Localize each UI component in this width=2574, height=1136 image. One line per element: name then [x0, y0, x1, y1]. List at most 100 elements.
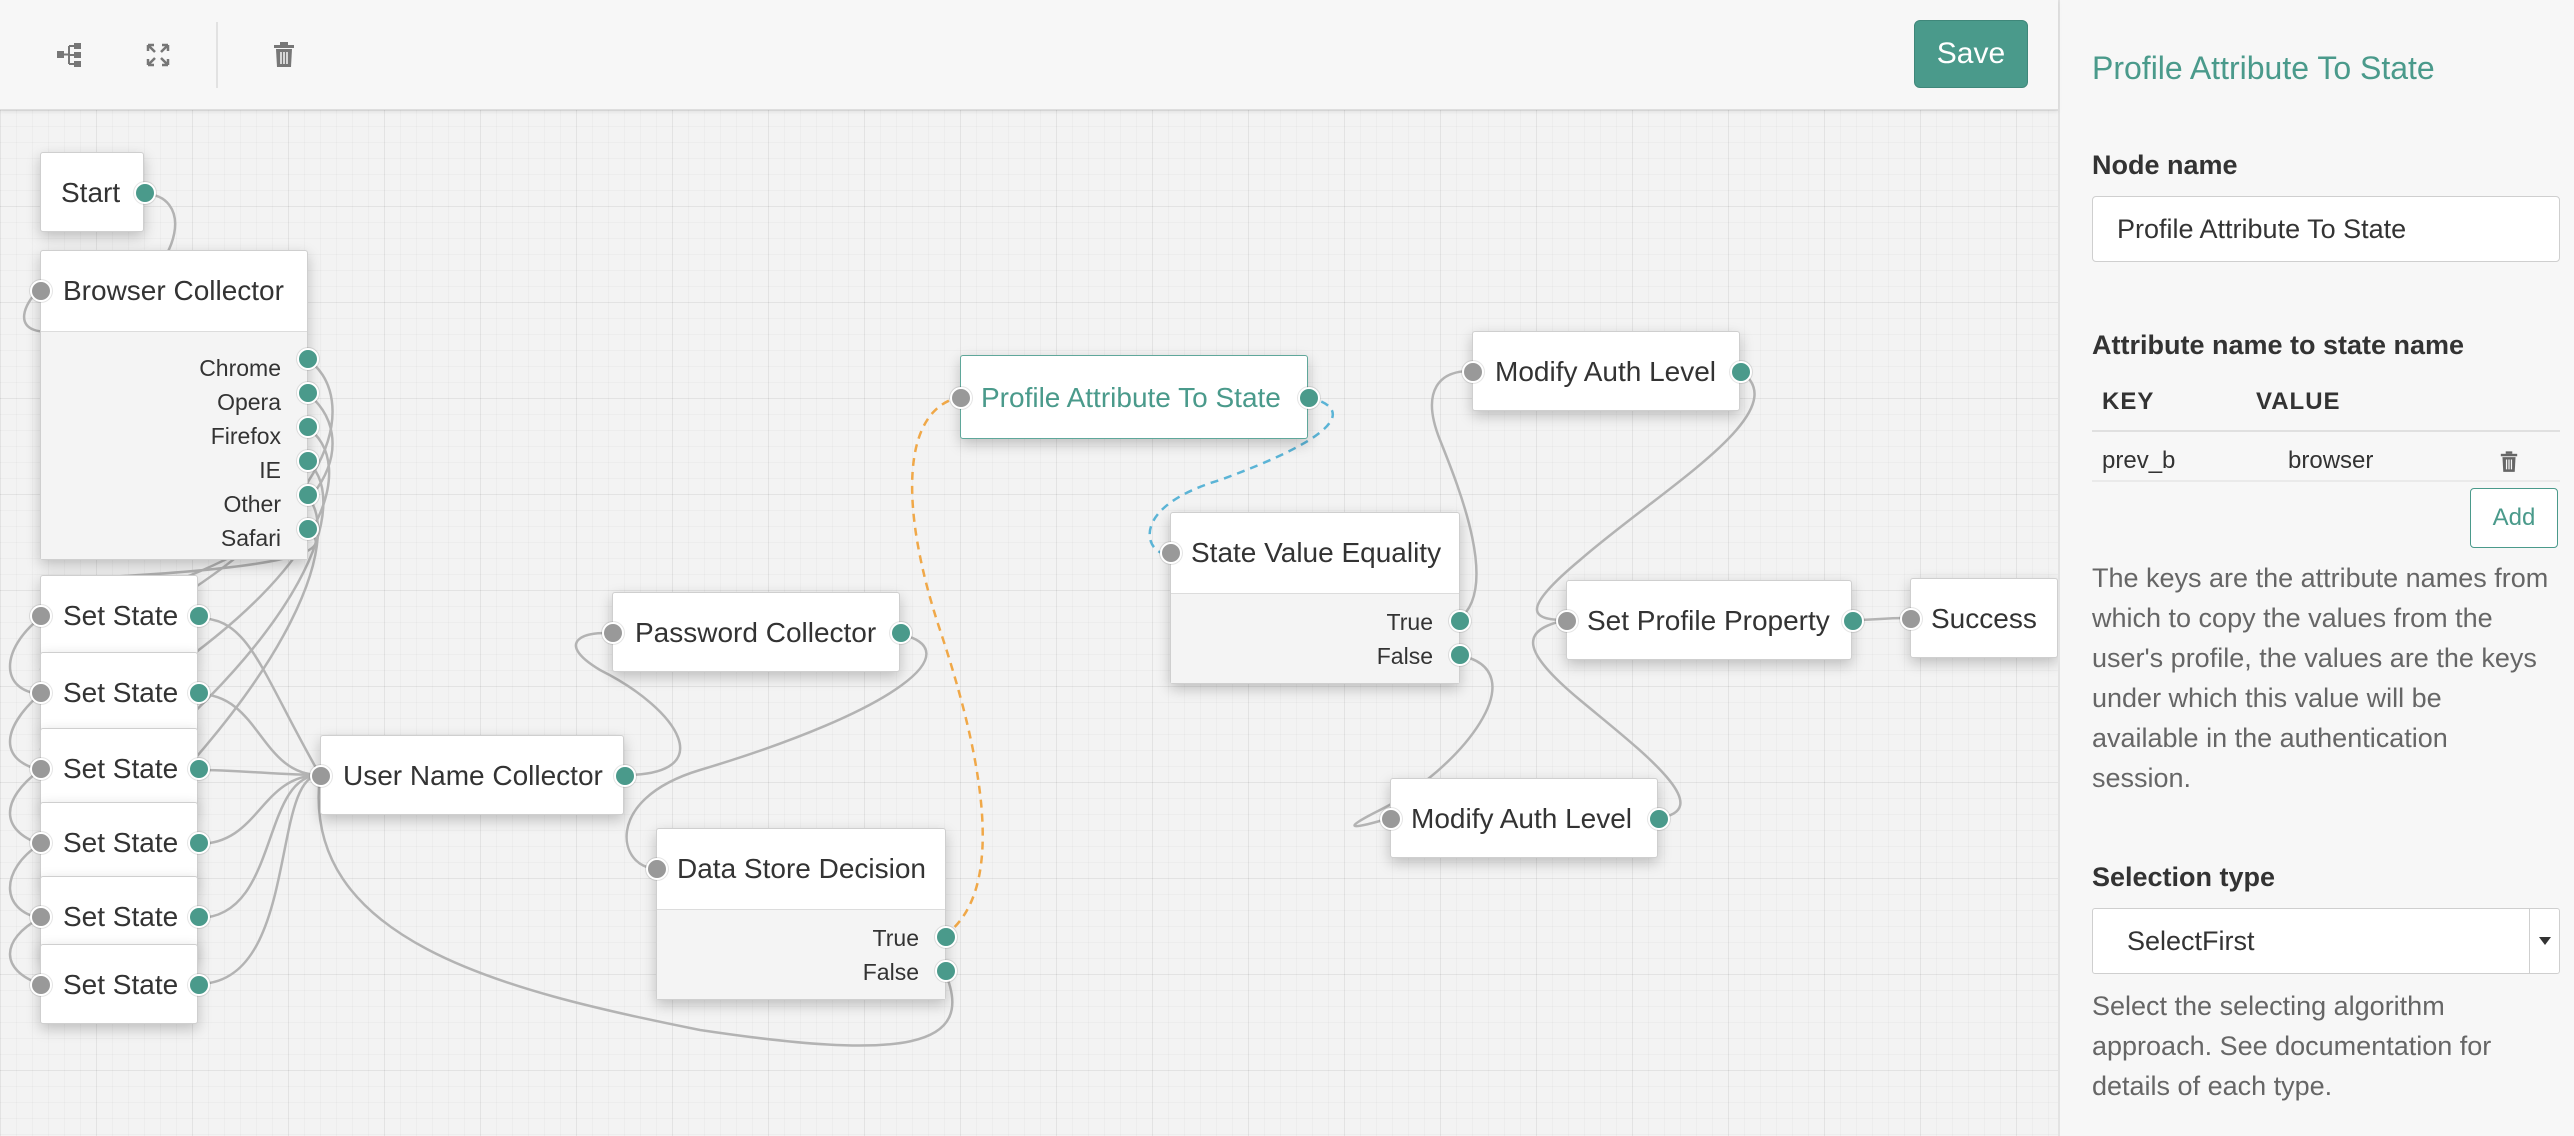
output-port[interactable] — [188, 974, 210, 996]
toolbar: Save — [0, 0, 2058, 110]
output-port-firefox[interactable] — [297, 416, 319, 438]
outcome-opera: Opera — [217, 389, 281, 415]
input-port[interactable] — [602, 622, 624, 644]
add-mapping-button[interactable]: Add — [2470, 488, 2558, 548]
node-title: Browser Collector — [63, 275, 284, 306]
node-set-state[interactable]: Set State — [30, 728, 210, 808]
outcome-firefox: Firefox — [210, 423, 281, 449]
output-port-false[interactable] — [935, 960, 957, 982]
node-browser-collector[interactable]: Browser Collector Chrome Opera Firefox I… — [30, 250, 319, 560]
output-port[interactable] — [188, 832, 210, 854]
panel-title: Profile Attribute To State — [2092, 50, 2435, 86]
output-port[interactable] — [1648, 808, 1670, 830]
chevron-down-icon — [2529, 909, 2559, 973]
node-title: Set State — [63, 677, 179, 708]
output-port[interactable] — [134, 182, 156, 204]
fullscreen-button[interactable] — [133, 30, 183, 80]
node-modify-auth-level[interactable]: Modify Auth Level — [1462, 331, 1752, 411]
selection-type-label: Selection type — [2092, 862, 2276, 892]
toolbar-divider — [216, 22, 218, 88]
node-title: User Name Collector — [343, 760, 603, 791]
tree-canvas[interactable]: Start Browser Collector Chrome Opera Fir… — [0, 110, 2058, 1136]
output-port-false[interactable] — [1449, 644, 1471, 666]
input-port[interactable] — [30, 832, 52, 854]
outcome-ie: IE — [259, 457, 281, 483]
input-port[interactable] — [30, 906, 52, 928]
output-port[interactable] — [188, 758, 210, 780]
mapping-value-cell[interactable]: browser — [2288, 447, 2374, 474]
tree-layout-button[interactable] — [44, 30, 94, 80]
output-port[interactable] — [614, 765, 636, 787]
key-column-header: KEY — [2102, 388, 2155, 415]
node-properties-panel: Profile Attribute To State Node name Att… — [2058, 0, 2574, 1136]
node-name-label: Node name — [2092, 150, 2238, 180]
output-port-chrome[interactable] — [297, 348, 319, 370]
node-modify-auth-level[interactable]: Modify Auth Level — [1380, 778, 1670, 858]
mapping-key-cell[interactable]: prev_b — [2102, 447, 2176, 474]
input-port[interactable] — [30, 682, 52, 704]
node-title: Password Collector — [635, 617, 877, 648]
input-port[interactable] — [1160, 542, 1182, 564]
node-name-input[interactable] — [2092, 196, 2560, 262]
input-port[interactable] — [1556, 610, 1578, 632]
output-port-true[interactable] — [1449, 610, 1471, 632]
node-profile-attribute-to-state[interactable]: Profile Attribute To State — [950, 355, 1320, 439]
input-port[interactable] — [310, 765, 332, 787]
output-port-ie[interactable] — [297, 450, 319, 472]
save-button[interactable]: Save — [1914, 20, 2028, 88]
output-port[interactable] — [1298, 387, 1320, 409]
selected-value: SelectFirst — [2127, 926, 2255, 956]
selection-type-select[interactable]: SelectFirst — [2092, 908, 2560, 974]
output-port-other[interactable] — [297, 484, 319, 506]
node-set-state[interactable]: Set State — [30, 652, 210, 732]
node-title: Set State — [63, 827, 179, 858]
node-success[interactable]: Success — [1900, 578, 2058, 658]
input-port[interactable] — [30, 605, 52, 627]
outcome-false: False — [862, 959, 919, 985]
node-outcomes — [657, 909, 945, 999]
output-port[interactable] — [1730, 361, 1752, 383]
node-title: Modify Auth Level — [1411, 803, 1633, 834]
input-port[interactable] — [30, 758, 52, 780]
node-start[interactable]: Start — [40, 152, 156, 232]
delete-node-button[interactable] — [259, 30, 309, 80]
input-port[interactable] — [1900, 608, 1922, 630]
node-title: Success — [1931, 603, 2037, 634]
outcome-safari: Safari — [220, 525, 281, 551]
output-port[interactable] — [1842, 610, 1864, 632]
input-port[interactable] — [646, 858, 668, 880]
input-port[interactable] — [1380, 808, 1402, 830]
output-port-safari[interactable] — [297, 518, 319, 540]
output-port-true[interactable] — [935, 926, 957, 948]
outcome-true: True — [1386, 609, 1433, 635]
node-set-state[interactable]: Set State — [30, 802, 210, 882]
node-state-value-equality[interactable]: State Value Equality True False — [1160, 512, 1471, 684]
trash-icon — [2500, 451, 2518, 472]
delete-mapping-button[interactable] — [2500, 451, 2520, 475]
node-set-state[interactable]: Set State — [30, 944, 210, 1024]
output-port-opera[interactable] — [297, 382, 319, 404]
input-port[interactable] — [950, 387, 972, 409]
node-outcomes — [41, 331, 307, 559]
output-port[interactable] — [890, 622, 912, 644]
node-data-store-decision[interactable]: Data Store Decision True False — [646, 828, 957, 1000]
node-set-profile-property[interactable]: Set Profile Property — [1556, 580, 1864, 660]
output-port[interactable] — [188, 682, 210, 704]
node-set-state[interactable]: Set State — [30, 876, 210, 956]
node-title: Set State — [63, 901, 179, 932]
node-set-state[interactable]: Set State — [30, 575, 210, 655]
mapping-label: Attribute name to state name — [2092, 330, 2465, 360]
output-port[interactable] — [188, 605, 210, 627]
node-title: Set State — [63, 600, 179, 631]
selection-help-text: Select the selecting algorithm approach.… — [2092, 991, 2492, 1101]
input-port[interactable] — [30, 974, 52, 996]
node-title: Set State — [63, 969, 179, 1000]
node-outcomes — [1171, 593, 1459, 683]
input-port[interactable] — [30, 280, 52, 302]
output-port[interactable] — [188, 906, 210, 928]
node-password-collector[interactable]: Password Collector — [602, 592, 912, 672]
node-user-name-collector[interactable]: User Name Collector — [310, 735, 636, 815]
mapping-help-text: The keys are the attribute names from wh… — [2092, 563, 2549, 793]
input-port[interactable] — [1462, 361, 1484, 383]
